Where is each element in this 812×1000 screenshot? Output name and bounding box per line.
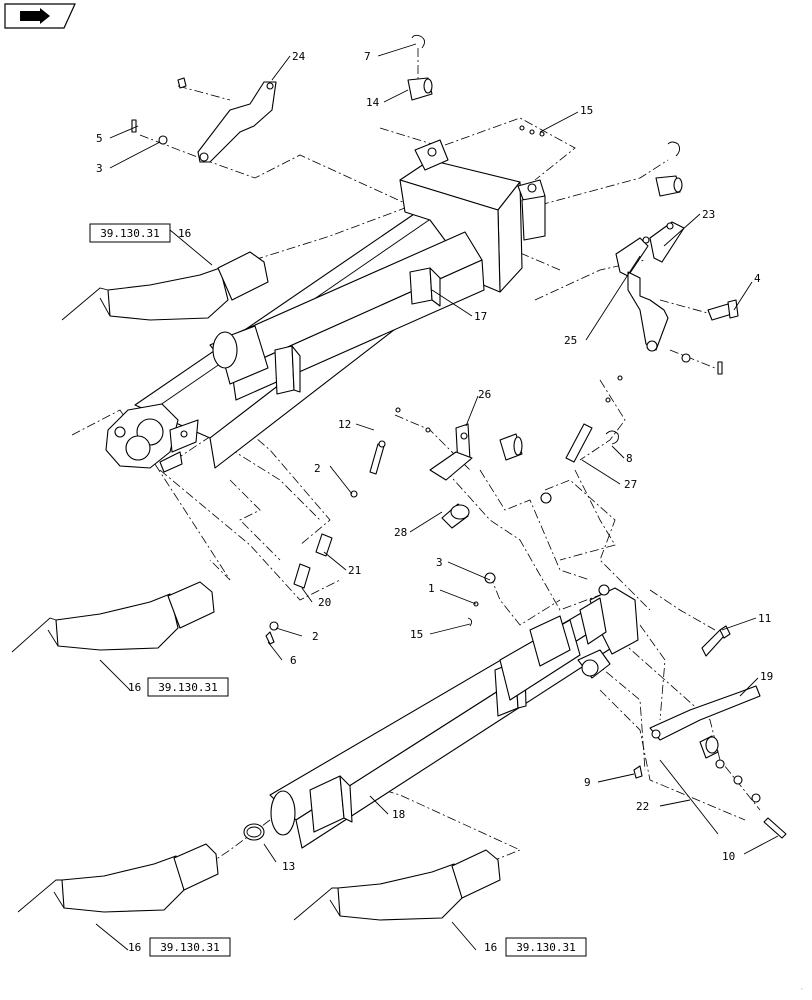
- callout-24: 24: [292, 50, 306, 63]
- callout-12: 12: [338, 418, 351, 431]
- callout-3b: 3: [436, 556, 443, 569]
- callout-2a: 2: [314, 462, 321, 475]
- callout-27: 27: [624, 478, 637, 491]
- svg-text:39.130.31: 39.130.31: [158, 681, 218, 694]
- callout-23: 23: [702, 208, 715, 221]
- lower-frame-assembly: [269, 584, 639, 849]
- callout-25: 25: [564, 334, 577, 347]
- callout-3a: 3: [96, 162, 103, 175]
- next-page-arrow-icon: [20, 8, 50, 24]
- callout-15b: 15: [410, 628, 423, 641]
- callout-labels: 1 2 2 3 3 4 5 6 7 8 9 10 11 12 13 14 15 …: [96, 50, 773, 954]
- svg-text:39.130.31: 39.130.31: [160, 941, 220, 954]
- reference-box-3[interactable]: 39.130.31: [149, 937, 231, 957]
- next-page-button[interactable]: [4, 3, 76, 29]
- callout-26: 26: [478, 388, 491, 401]
- svg-text:39.130.31: 39.130.31: [516, 941, 576, 954]
- callout-18: 18: [392, 808, 405, 821]
- callout-5: 5: [96, 132, 103, 145]
- hardware-parts: [131, 34, 787, 841]
- callout-13: 13: [282, 860, 295, 873]
- callout-6: 6: [290, 654, 297, 667]
- callout-16c: 16: [128, 941, 141, 954]
- callout-21: 21: [348, 564, 361, 577]
- reference-box-4[interactable]: 39.130.31: [505, 937, 587, 957]
- callout-2b: 2: [312, 630, 319, 643]
- reference-box-2[interactable]: 39.130.31: [147, 677, 229, 697]
- leader-lines: [95, 43, 779, 951]
- callout-16a: 16: [178, 227, 191, 240]
- callout-22: 22: [636, 800, 649, 813]
- svg-text:39.130.31: 39.130.31: [100, 227, 160, 240]
- callout-17: 17: [474, 310, 487, 323]
- callout-15a: 15: [580, 104, 593, 117]
- callout-28: 28: [394, 526, 407, 539]
- upper-frame-assembly: [105, 139, 546, 473]
- callout-9: 9: [584, 776, 591, 789]
- callout-1: 1: [428, 582, 435, 595]
- svg-text:`: `: [800, 988, 804, 996]
- callout-16d: 16: [484, 941, 497, 954]
- callout-7: 7: [364, 50, 371, 63]
- callout-8: 8: [626, 452, 633, 465]
- callout-4: 4: [754, 272, 761, 285]
- callout-20: 20: [318, 596, 331, 609]
- callout-11: 11: [758, 612, 771, 625]
- callout-10: 10: [722, 850, 735, 863]
- sweep-shank-parts: [11, 251, 501, 921]
- reference-box-1[interactable]: 39.130.31: [89, 223, 171, 243]
- callout-14: 14: [366, 96, 380, 109]
- callout-16b: 16: [128, 681, 141, 694]
- callout-19: 19: [760, 670, 773, 683]
